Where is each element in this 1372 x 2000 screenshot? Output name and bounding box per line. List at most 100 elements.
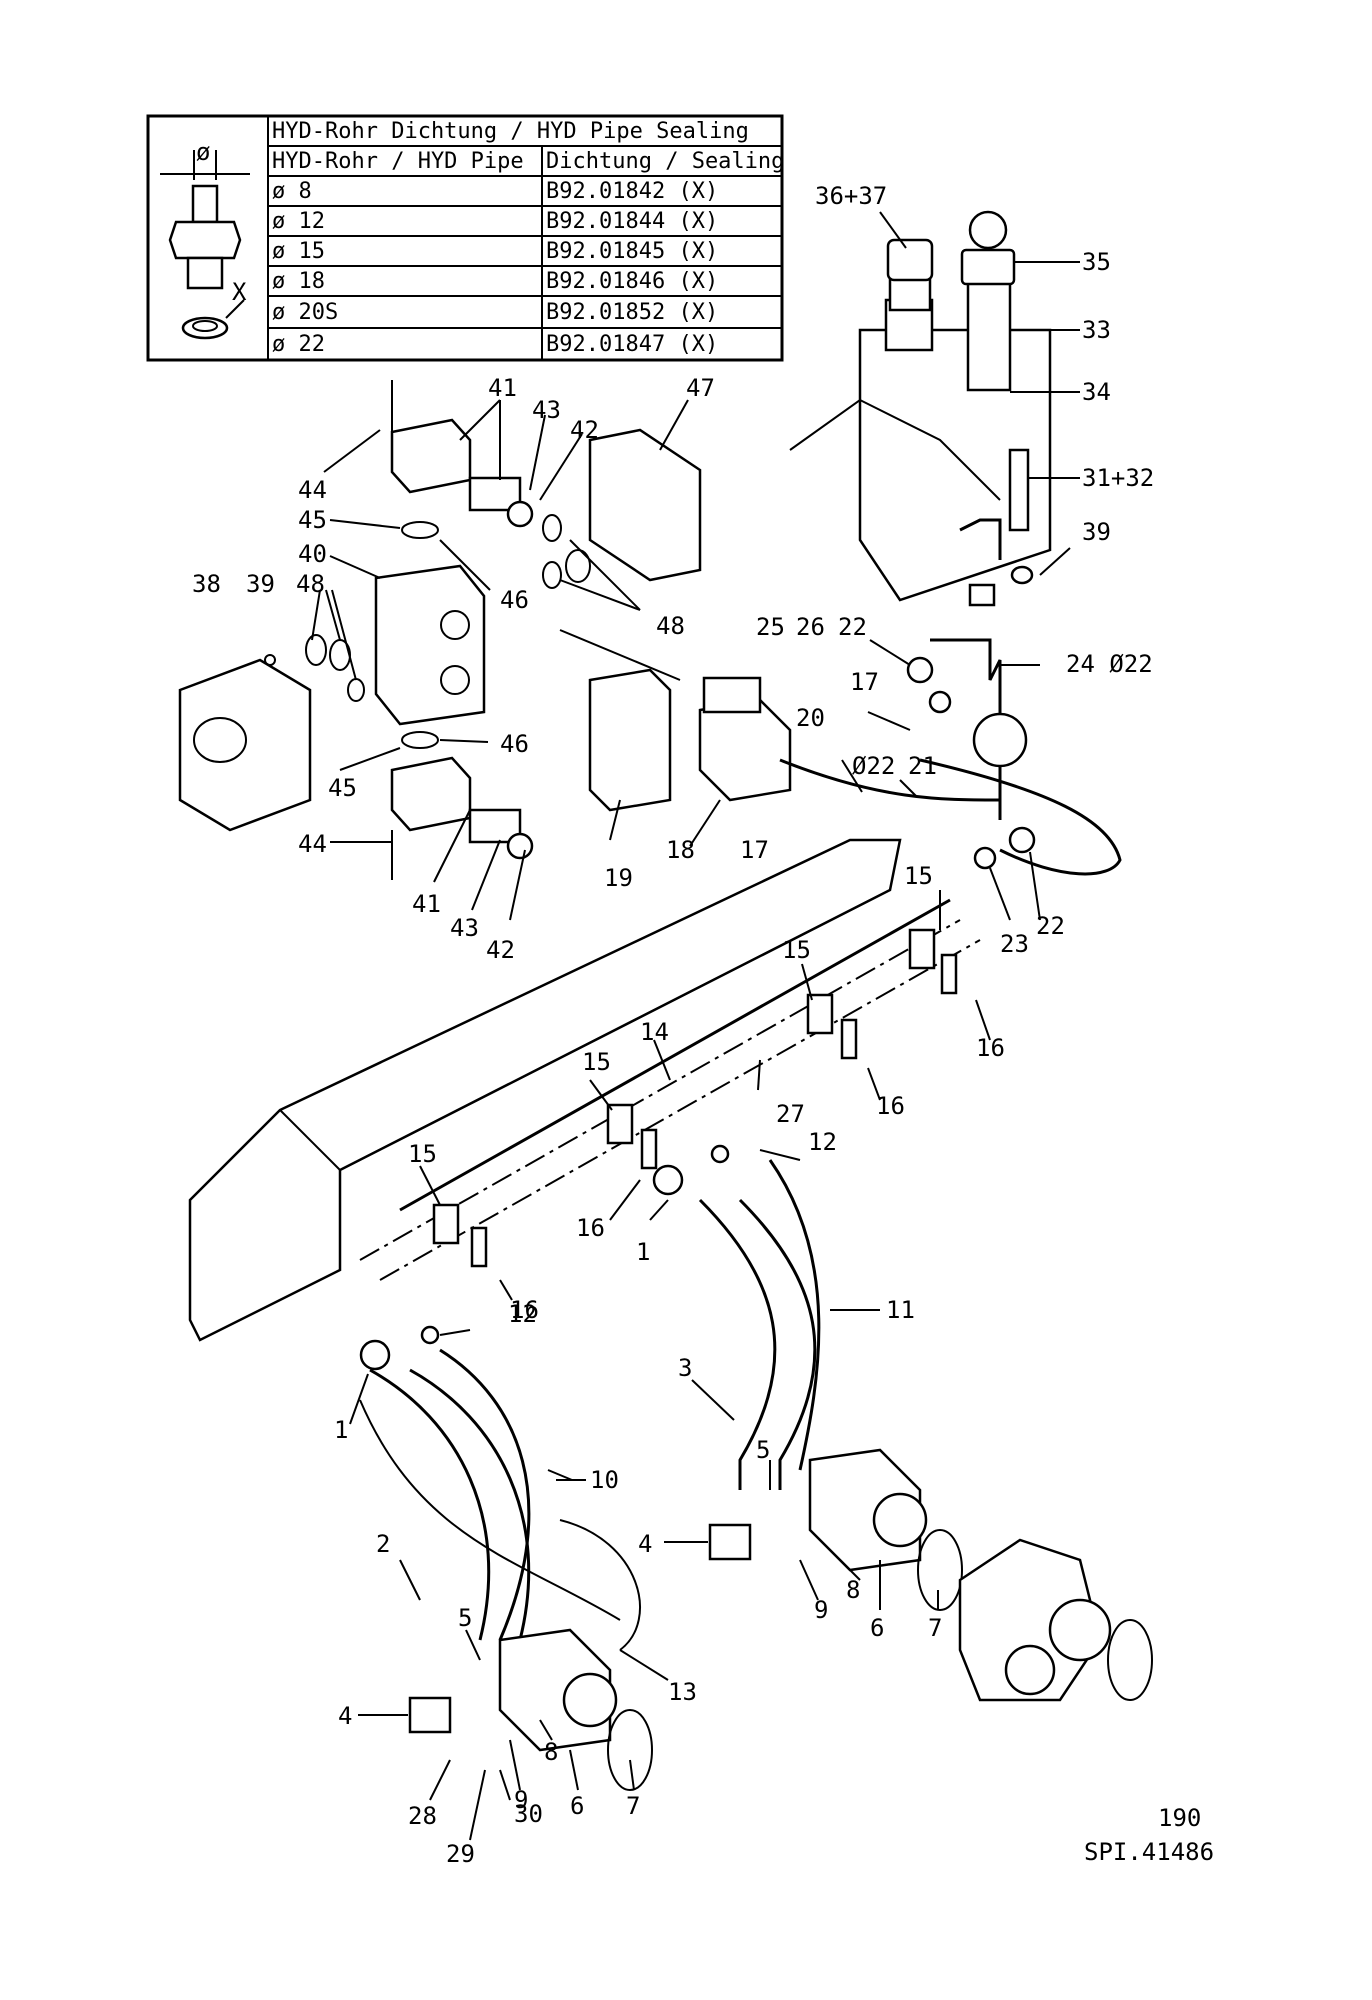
callout-label: 18 [666,836,695,864]
callout-label: 15 [582,1048,611,1076]
callout-label: 45 [328,774,357,802]
callout-label: 46 [500,586,529,614]
callout-label: 20 [796,704,825,732]
callout-label: 21 [908,752,937,780]
callout-label: 46 [500,730,529,758]
callout-label: 44 [298,830,327,858]
callout-label: 3 [678,1354,692,1382]
callout-label: 41 [488,374,517,402]
callout-label: 38 [192,570,221,598]
callout-label: 43 [450,914,479,942]
callout-label: 13 [668,1678,697,1706]
callout-label: 44 [298,476,327,504]
table-cell-pipe: ø 12 [272,209,325,234]
callout-label: Ø22 [852,752,895,780]
callout-label: 42 [486,936,515,964]
drawing-reference: SPI.41486 [1084,1838,1214,1866]
callout-label: 47 [686,374,715,402]
callout-label: 42 [570,416,599,444]
callout-label: 14 [640,1018,669,1046]
callout-label: 5 [458,1604,472,1632]
callout-label: 43 [532,396,561,424]
callout-label: 12 [508,1300,537,1328]
callout-label: 39 [1082,518,1111,546]
callout-label: 7 [928,1614,942,1642]
table-cell-sealing: B92.01847 (X) [546,332,718,357]
pipe-routing [779,518,1122,921]
callout-label: 5 [756,1436,770,1464]
callout-label: 16 [876,1092,905,1120]
table-cell-pipe: ø 8 [272,179,312,204]
table-cell-sealing: B92.01844 (X) [546,209,718,234]
table-cell-pipe: ø 22 [272,332,325,357]
callout-label: 30 [514,1800,543,1828]
callout-label: 16 [510,1296,539,1324]
callout-label: 16 [576,1214,605,1242]
page-number: 190 [1158,1804,1201,1832]
callout-label: 36+37 [815,182,887,210]
callout-label: 48 [296,570,325,598]
table-header-pipe: HYD-Rohr / HYD Pipe [272,149,524,174]
callout-label: 12 [808,1128,837,1156]
table-cell-sealing: B92.01842 (X) [546,179,718,204]
callout-label: 6 [870,1614,884,1642]
callout-label: 28 [408,1802,437,1830]
callout-label: 9 [814,1596,828,1624]
callout-label: 22 [838,613,867,641]
hoses-and-pumps [349,1144,1153,1841]
directional-valve-assembly [559,629,792,847]
sealing-table: HYD-Rohr Dichtung / HYD Pipe Sealing HYD… [146,114,784,362]
callout-label: 25 [756,613,785,641]
callout-label: 15 [904,862,933,890]
callout-label: 23 [1000,930,1029,958]
main-frame-beam [188,838,991,1342]
table-cell-pipe: ø 15 [272,239,325,264]
table-cell-pipe: ø 18 [272,269,325,294]
callout-label: 4 [338,1702,352,1730]
callout-label: 45 [298,506,327,534]
table-cell-sealing: B92.01845 (X) [546,239,718,264]
detail-seal-label: X [232,278,247,306]
callout-label: 16 [976,1034,1005,1062]
hydraulic-tank-assembly [789,210,1080,607]
callout-label: 17 [740,836,769,864]
callout-label: 15 [782,936,811,964]
valve-block-stack [178,380,702,921]
callout-label: 6 [570,1792,584,1820]
table-cell-sealing: B92.01846 (X) [546,269,718,294]
callout-label: 34 [1082,378,1111,406]
callout-label: 26 [796,613,825,641]
callout-label: 29 [446,1840,475,1868]
callout-label: 8 [846,1576,860,1604]
callout-label: 40 [298,540,327,568]
table-cell-pipe: ø 20S [272,300,338,325]
callout-label: 17 [850,668,879,696]
callout-label: 24 Ø22 [1066,650,1153,678]
callout-label: 22 [1036,912,1065,940]
callout-label: 8 [544,1738,558,1766]
callout-label: 27 [776,1100,805,1128]
callout-label: 9 [514,1786,528,1814]
callout-label: 41 [412,890,441,918]
callout-label: 39 [246,570,275,598]
callout-label: 35 [1082,248,1111,276]
callout-label: 10 [590,1466,619,1494]
callout-label: 15 [408,1140,437,1168]
callout-label: 19 [604,864,633,892]
table-title: HYD-Rohr Dichtung / HYD Pipe Sealing [272,119,749,144]
callout-label: 4 [638,1530,652,1558]
callout-label: 7 [626,1792,640,1820]
detail-diameter-label: ø [196,138,210,166]
table-header-sealing: Dichtung / Sealing [546,149,784,174]
callout-label: 1 [636,1238,650,1266]
callout-label: 48 [656,612,685,640]
callout-label: 11 [886,1296,915,1324]
fitting-detail-illustration: ø X [160,138,250,340]
callout-label: 2 [376,1530,390,1558]
table-cell-sealing: B92.01852 (X) [546,300,718,325]
callout-label: 1 [334,1416,348,1444]
callout-label: 31+32 [1082,464,1154,492]
callout-label: 33 [1082,316,1111,344]
callout-labels: 36+37 35 33 34 31+32 39 41 43 42 47 44 4… [192,182,1154,1868]
